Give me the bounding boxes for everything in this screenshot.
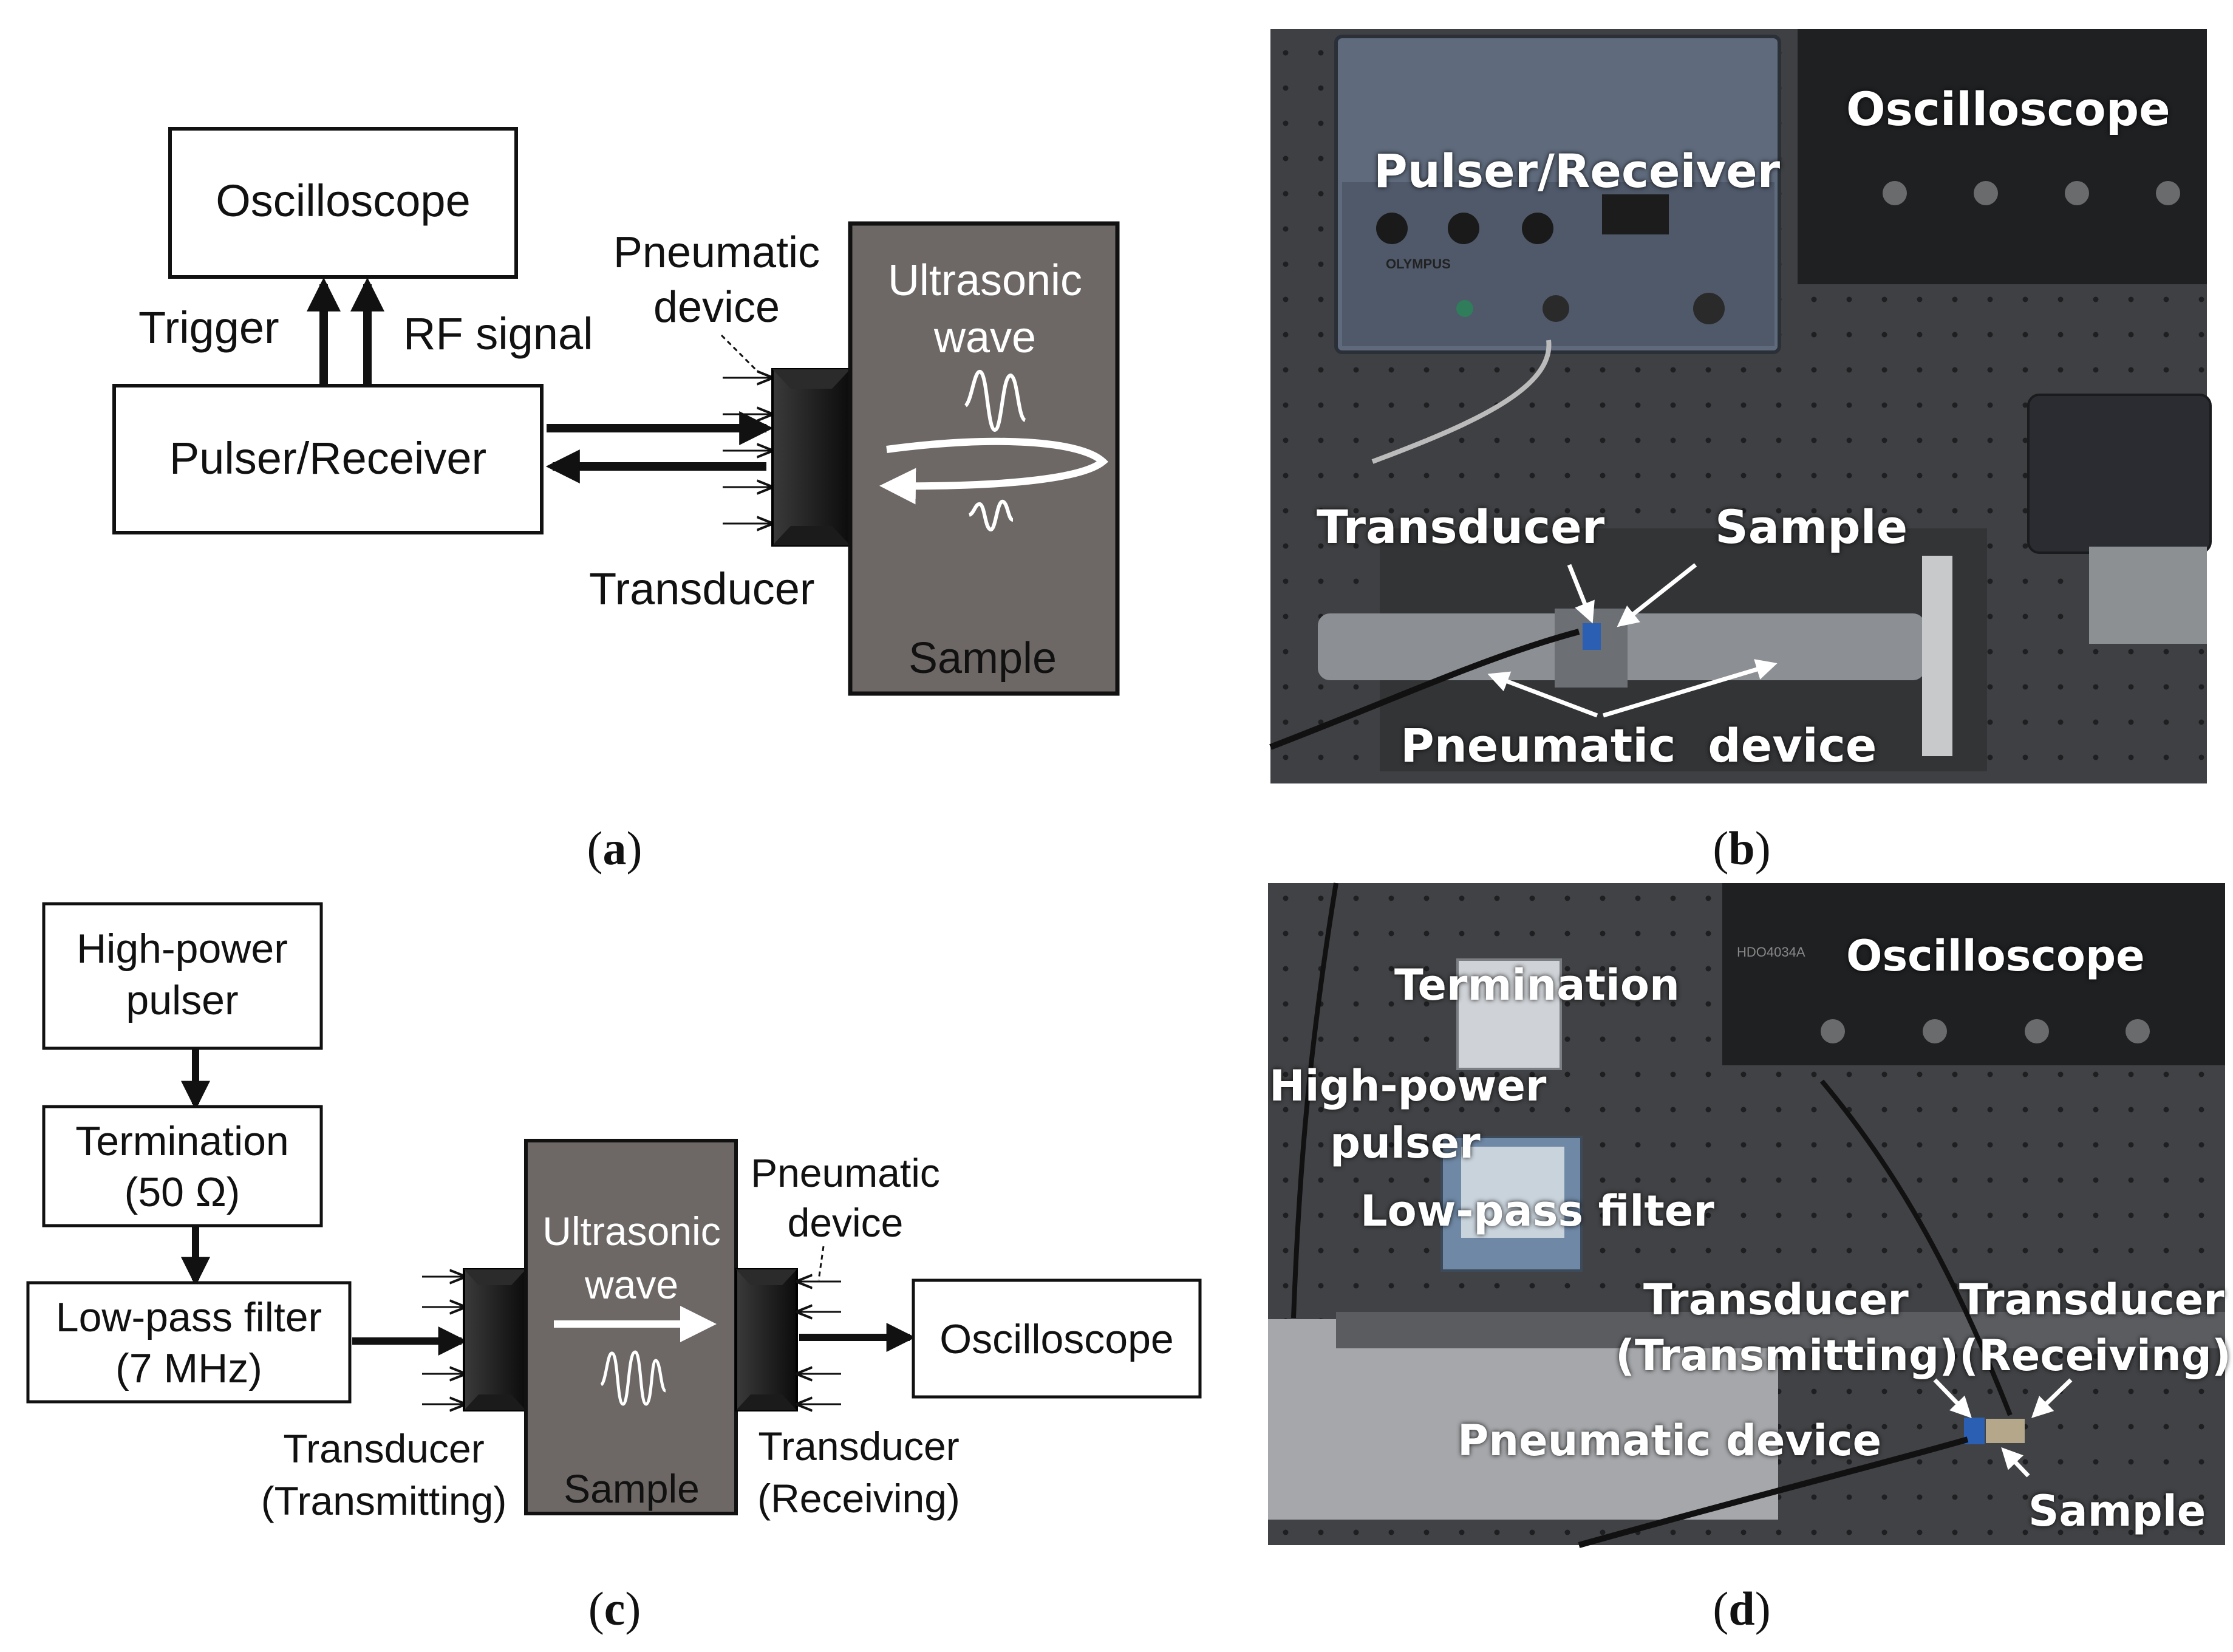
- pulser-receiver-instrument: OLYMPUS: [1334, 35, 1781, 354]
- ultrasonic-label-line2: wave: [933, 313, 1036, 362]
- sample-pointer: [1617, 563, 1697, 627]
- photo-d-highpower-line1: High-power: [1269, 1061, 1547, 1111]
- pulser-receiver-label: Pulser/Receiver: [169, 433, 486, 483]
- echo-path: [879, 437, 1109, 505]
- lowpass-line1: Low-pass filter: [56, 1294, 322, 1340]
- pneumatic-pressure-arrows: [723, 378, 770, 524]
- transducer-label: Transducer: [589, 564, 815, 614]
- photo-d-pneumatic-label: Pneumatic device: [1457, 1416, 1882, 1466]
- lowpass-line2: (7 MHz): [115, 1345, 262, 1391]
- high-power-line2: pulser: [126, 977, 238, 1023]
- pneumatic-c-line1: Pneumatic: [751, 1150, 940, 1195]
- transducer-pointer: [1567, 564, 1595, 624]
- pneumatic-pointer-left: [1487, 671, 1598, 718]
- ultrasonic-c-line2: wave: [584, 1262, 678, 1307]
- photo-d-highpower-line2: pulser: [1330, 1118, 1481, 1168]
- oscilloscope-instrument: [1798, 29, 2207, 284]
- photo-d-sample-label: Sample: [2028, 1486, 2206, 1536]
- pneumatic-leader-line: [720, 334, 759, 373]
- pulser-receiver-box: [112, 384, 544, 534]
- tx-transducer-block: [463, 1268, 527, 1411]
- rf-signal-label: RF signal: [403, 309, 593, 359]
- incident-waveform: [964, 370, 1026, 432]
- olympus-brand: OLYMPUS: [1386, 256, 1451, 271]
- caption-c: (c): [588, 1582, 641, 1635]
- photo-d-tx-line2: (Transmitting): [1615, 1331, 1959, 1381]
- keyboard: [2027, 394, 2212, 554]
- sample-d-pointer: [2001, 1447, 2030, 1478]
- photo-d-oscilloscope-label: Oscilloscope: [1846, 931, 2145, 981]
- pneumatic-pointer-right: [1602, 659, 1778, 718]
- high-power-pulser-box: [42, 902, 323, 1050]
- transmitted-waveform: [600, 1350, 667, 1406]
- photo-b-transducer-label: Transducer: [1317, 500, 1605, 554]
- photo-b-pulser-label: Pulser/Receiver: [1374, 144, 1781, 198]
- caption-d: (d): [1713, 1582, 1771, 1635]
- caption-a: (a): [587, 822, 643, 875]
- oscilloscope-box: [168, 127, 518, 279]
- pneumatic-c-leader: [817, 1246, 825, 1281]
- high-power-line1: High-power: [77, 926, 288, 972]
- echo-waveform: [968, 500, 1014, 532]
- ultrasonic-label-line1: Ultrasonic: [888, 256, 1082, 305]
- panel-d-photo: HDO4034A: [1268, 882, 2225, 1548]
- rx-pointer: [2031, 1378, 2073, 1418]
- caption-b: (b): [1713, 822, 1771, 875]
- photo-b-oscilloscope-label: Oscilloscope: [1846, 82, 2170, 136]
- photo-d-tx-line1: Transducer: [1643, 1275, 1909, 1325]
- oscilloscope-c-label: Oscilloscope: [939, 1316, 1174, 1362]
- termination-line2: (50 Ω): [124, 1169, 240, 1215]
- transducer-block: [771, 368, 851, 547]
- photo-b-pneumatic-label: Pneumatic device: [1400, 718, 1877, 773]
- oscilloscope-label: Oscilloscope: [216, 176, 471, 226]
- panel-b-photo: OLYMPUS: [1269, 29, 2212, 783]
- stage-rail: [1268, 1319, 1778, 1520]
- termination-line1: Termination: [75, 1118, 289, 1164]
- oscilloscope-model: HDO4034A: [1737, 944, 1805, 960]
- ultrasonic-c-line1: Ultrasonic: [542, 1209, 720, 1254]
- pneumatic-label-line1: Pneumatic: [613, 228, 820, 277]
- photo-d-rx-line2: (Receiving): [1959, 1331, 2231, 1381]
- sample-label: Sample: [909, 634, 1057, 683]
- pneumatic-c-line2: device: [788, 1200, 904, 1245]
- rx-pressure-arrows: [799, 1282, 841, 1404]
- rx-transducer-block: [735, 1268, 798, 1411]
- tx-pointer: [1933, 1378, 1972, 1419]
- rx-label-line1: Transducer: [758, 1424, 959, 1469]
- photo-b-sample-label: Sample: [1715, 500, 1908, 554]
- trigger-label: Trigger: [138, 302, 279, 353]
- termination-box: [42, 1105, 323, 1227]
- termination-unit: [1456, 958, 1562, 1070]
- photo-d-lowpass-label: Low-pass filter: [1360, 1186, 1714, 1236]
- blue-transducer: [1583, 623, 1601, 650]
- panel-c-diagram: High-power pulser Termination (50 Ω) Low…: [26, 902, 1202, 1523]
- tx-label-line2: (Transmitting): [261, 1478, 507, 1523]
- oscilloscope-c-box: [912, 1278, 1202, 1399]
- sample-c-label: Sample: [564, 1466, 700, 1511]
- photo-d-rx-line1: Transducer: [1959, 1275, 2224, 1325]
- panel-a-diagram: Oscilloscope Trigger RF signal Pulser/Re…: [112, 127, 1120, 696]
- sample-block: [848, 221, 1120, 696]
- pneumatic-label-line2: device: [653, 283, 780, 332]
- lowpass-filter-box: [26, 1281, 352, 1404]
- rx-label-line2: (Receiving): [757, 1476, 960, 1521]
- photo-d-termination-label: Termination: [1394, 960, 1680, 1010]
- tx-pressure-arrows: [422, 1277, 463, 1404]
- tx-label-line1: Transducer: [283, 1426, 484, 1471]
